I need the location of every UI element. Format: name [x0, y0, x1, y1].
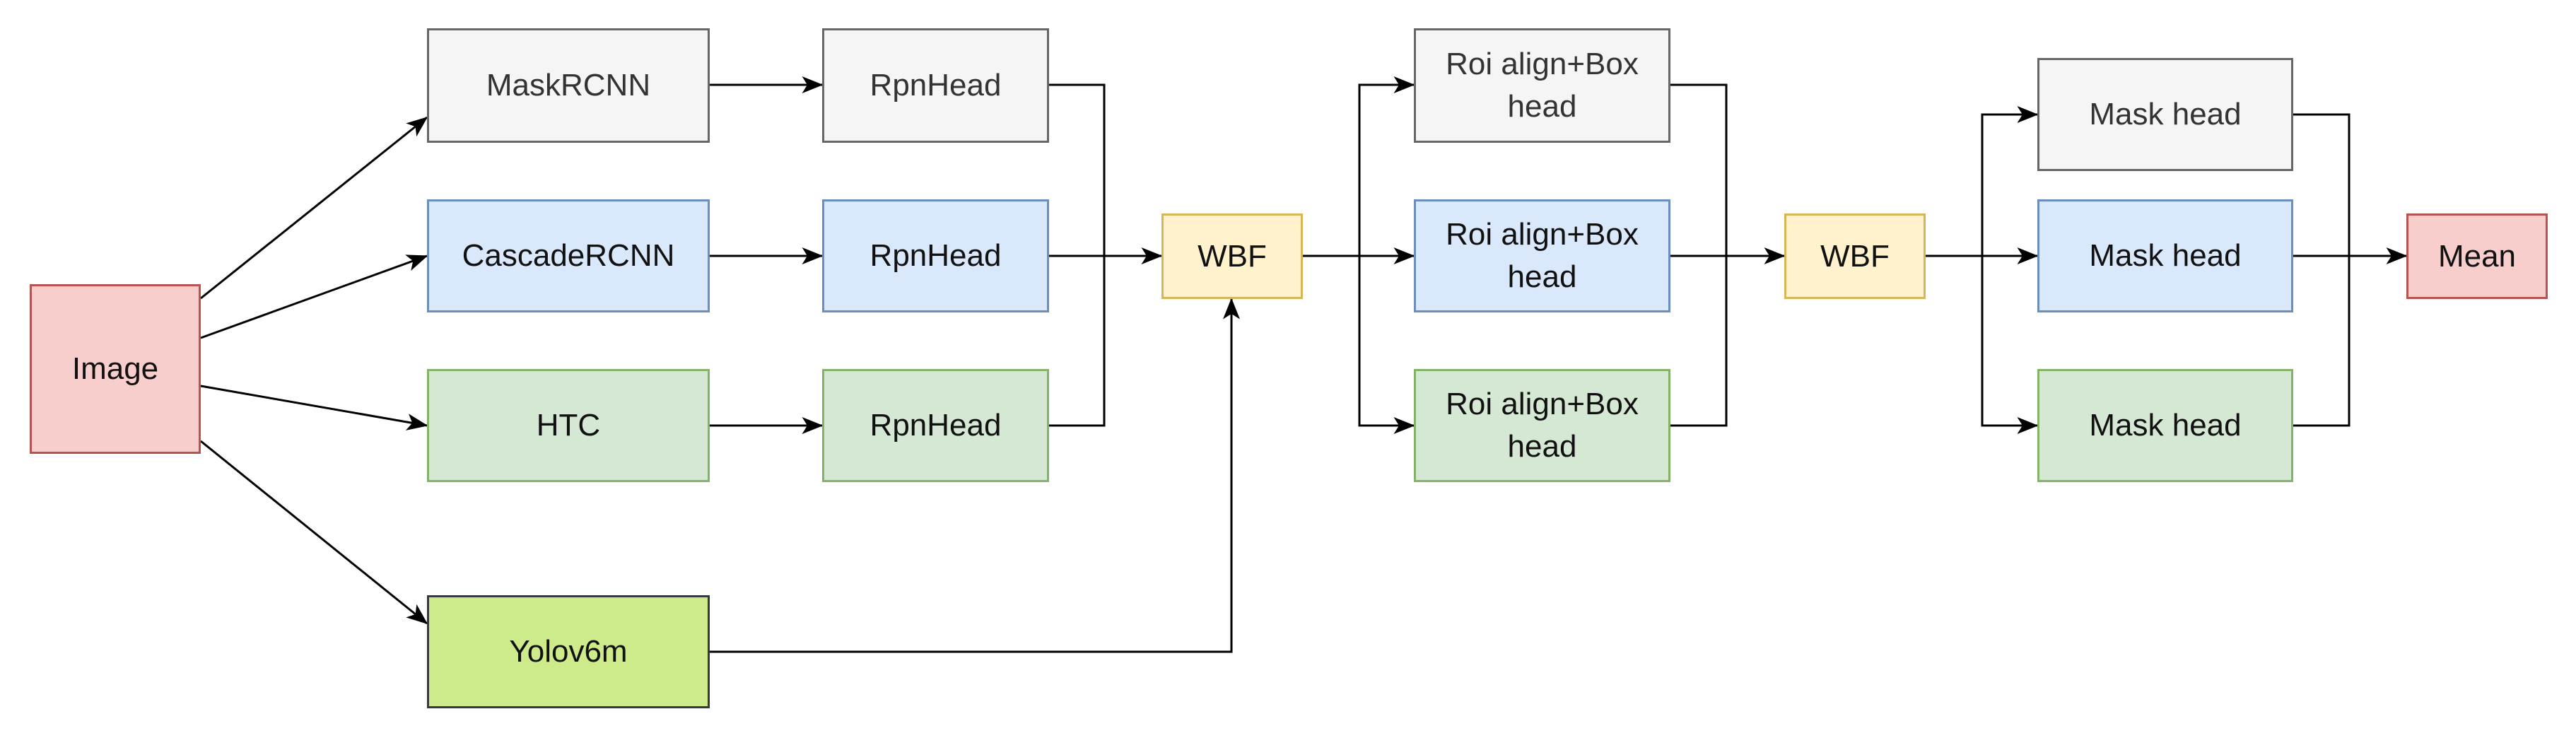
- mask-head-node-2: Mask head: [2037, 199, 2293, 312]
- rpnhead-label-2: RpnHead: [870, 238, 1002, 273]
- edge-image-htc: [200, 385, 428, 430]
- mean-node: Mean: [2406, 213, 2548, 299]
- mean-label: Mean: [2437, 238, 2517, 274]
- cascadercnn-node: CascadeRCNN: [427, 199, 710, 312]
- wbf-node-2: WBF: [1784, 213, 1926, 299]
- wbf-label-2: WBF: [1820, 238, 1890, 274]
- htc-node: HTC: [427, 369, 710, 482]
- edge-image-maskrcnn: [200, 116, 428, 300]
- edge-wbf-mask3: [1981, 256, 2039, 434]
- edge-mask-bus: [2293, 113, 2350, 427]
- roi-box-head-node-1: Roi align+Box head: [1414, 28, 1670, 143]
- roi-box-head-label-3: Roi align+Box head: [1446, 387, 1639, 464]
- roi-box-head-node-2: Roi align+Box head: [1414, 199, 1670, 312]
- cascadercnn-label: CascadeRCNN: [462, 238, 675, 273]
- yolov6m-label: Yolov6m: [509, 634, 628, 669]
- mask-head-node-3: Mask head: [2037, 369, 2293, 482]
- roi-box-head-label-2: Roi align+Box head: [1446, 217, 1639, 294]
- roi-box-head-label-1: Roi align+Box head: [1446, 47, 1639, 124]
- rpnhead-node-1: RpnHead: [822, 28, 1049, 143]
- image-label: Image: [71, 351, 159, 386]
- maskrcnn-label: MaskRCNN: [486, 68, 651, 102]
- htc-label: HTC: [536, 408, 601, 443]
- wbf-label-1: WBF: [1198, 238, 1267, 274]
- image-node: Image: [30, 284, 201, 454]
- rpnhead-node-3: RpnHead: [822, 369, 1049, 482]
- mask-head-label-3: Mask head: [2089, 408, 2242, 443]
- edge-image-yolov6m: [200, 440, 428, 625]
- edge-yolov6m-wbf: [710, 298, 1240, 653]
- yolov6m-node: Yolov6m: [427, 595, 710, 708]
- roi-box-head-node-3: Roi align+Box head: [1414, 369, 1670, 482]
- mask-head-node-1: Mask head: [2037, 58, 2293, 171]
- mask-head-label-1: Mask head: [2089, 97, 2242, 131]
- wbf-node-1: WBF: [1161, 213, 1303, 299]
- rpnhead-node-2: RpnHead: [822, 199, 1049, 312]
- maskrcnn-node: MaskRCNN: [427, 28, 710, 143]
- edge-wbf-roi1: [1358, 76, 1415, 256]
- edge-wbf-roi3: [1358, 256, 1415, 434]
- edge-image-cascadercnn: [200, 254, 428, 339]
- mask-head-label-2: Mask head: [2089, 238, 2242, 273]
- rpnhead-label-3: RpnHead: [870, 408, 1002, 443]
- edge-wbf-mask1: [1981, 106, 2039, 256]
- rpnhead-label-1: RpnHead: [870, 68, 1002, 102]
